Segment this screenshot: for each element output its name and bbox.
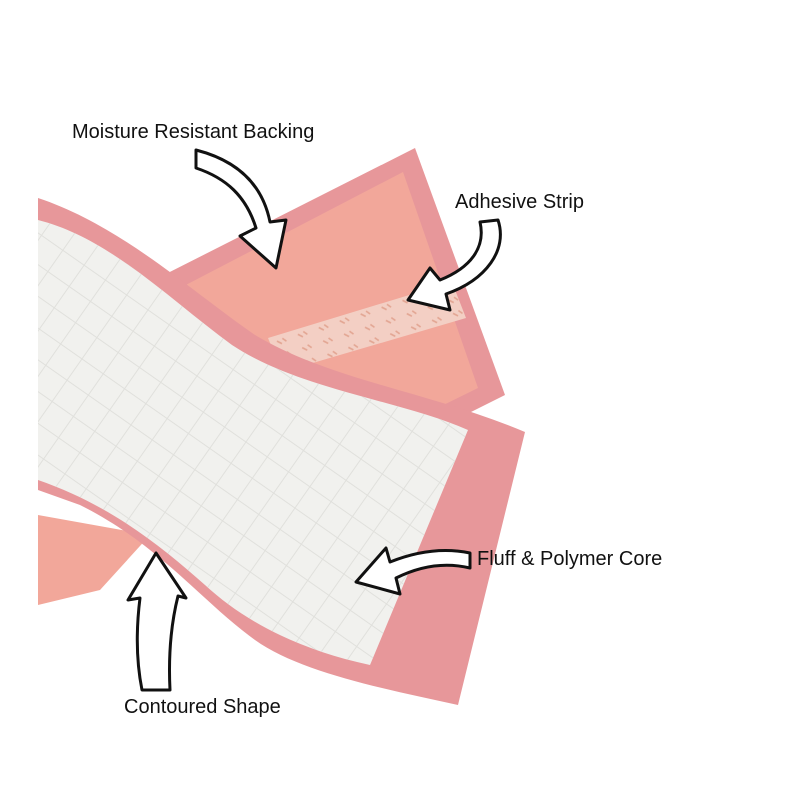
arrow-backing — [194, 148, 288, 270]
contoured-shape-label: Contoured Shape — [124, 696, 281, 718]
lower-backing — [38, 515, 150, 605]
curved-arrow-icon — [354, 546, 472, 596]
curved-arrow-icon — [126, 551, 188, 692]
adhesive-strip — [268, 282, 466, 372]
arrow-shape — [126, 551, 188, 692]
curved-arrow-icon — [194, 148, 288, 270]
arrow-adhesive — [406, 218, 502, 312]
moisture-resistant-backing-label: Moisture Resistant Backing — [72, 121, 315, 143]
curved-arrow-icon — [406, 218, 502, 312]
adhesive-strip-label: Adhesive Strip — [455, 191, 584, 213]
front-pad — [38, 198, 525, 705]
fluff-polymer-core-label: Fluff & Polymer Core — [477, 548, 663, 570]
arrow-core — [354, 546, 472, 596]
